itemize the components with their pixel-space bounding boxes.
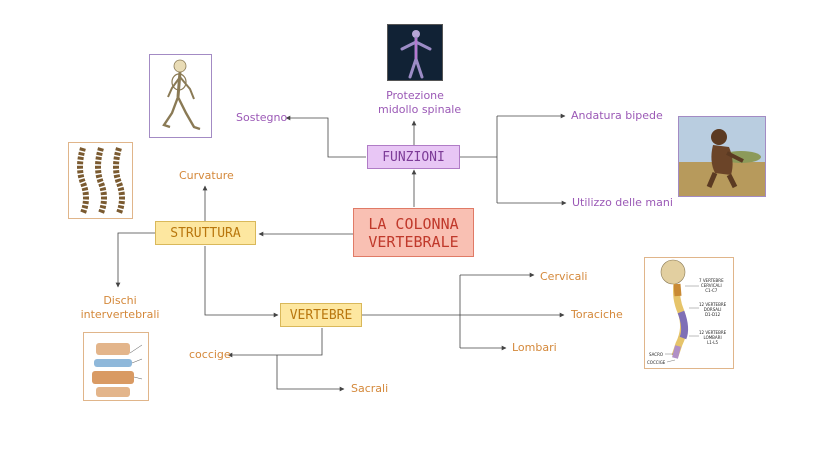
- dischi-line2: intervertebrali: [80, 308, 160, 321]
- early-human-icon: [679, 117, 765, 196]
- protezione-line2: midollo spinale: [378, 103, 462, 116]
- spine-chart-icon: [660, 259, 699, 363]
- connector-vertebre-down: [277, 328, 323, 356]
- struttura-node: STRUTTURA: [155, 221, 256, 245]
- disc-icon: [92, 343, 143, 397]
- lumbar-line2: LOMBARI: [703, 335, 722, 340]
- dischi-label: Dischi intervertebrali: [76, 294, 164, 322]
- utilizzo-label: Utilizzo delle mani: [572, 196, 673, 209]
- spine-chart-image: 7 VERTEBRE CERVICALI C1-C7 12 VERTEBRE D…: [644, 257, 734, 369]
- curvature-label: Curvature: [179, 169, 234, 182]
- connector-struttura-vertebre: [204, 246, 279, 318]
- skeleton-walking-image: [149, 54, 212, 138]
- vertebre-label: VERTEBRE: [289, 307, 353, 323]
- sostegno-label: Sostegno: [236, 111, 288, 124]
- lumbar-line1: 12 VERTEBRE: [699, 330, 727, 335]
- dischi-line1: Dischi: [103, 294, 137, 307]
- spine-curvature-image: [68, 142, 133, 219]
- dorsal-line2: DORSALI: [703, 307, 722, 312]
- vertebre-node: VERTEBRE: [280, 303, 362, 327]
- central-title-line2: VERTEBRALE: [368, 232, 459, 251]
- spine-chart-dorsal: 12 VERTEBRE DORSALI D1-D12: [699, 302, 726, 317]
- lumbar-line3: L1-L5: [707, 340, 719, 345]
- cervicali-label: Cervicali: [540, 270, 588, 283]
- dorsal-line3: D1-D12: [704, 312, 721, 317]
- human-figure-icon: [388, 25, 442, 80]
- cervical-line2: CERVICALI: [700, 283, 722, 288]
- skeleton-icon: [162, 59, 201, 131]
- coccige-label: coccige: [189, 348, 231, 361]
- protezione-label: Protezione midollo spinale: [378, 89, 462, 117]
- funzioni-node: FUNZIONI: [367, 145, 460, 169]
- spine-icon: [77, 147, 125, 215]
- lombari-label: Lombari: [512, 341, 557, 354]
- connector-sacrali: [276, 355, 345, 392]
- spine-chart-coccige: COCCIGE: [647, 360, 666, 365]
- intervertebral-disc-image: [83, 332, 149, 401]
- central-node: LA COLONNA VERTEBRALE: [353, 208, 474, 257]
- funzioni-label: FUNZIONI: [382, 149, 445, 165]
- toraciche-label: Toraciche: [571, 308, 623, 321]
- nervous-system-image: [387, 24, 443, 81]
- connector-funzioni-sostegno: [285, 115, 366, 158]
- struttura-label: STRUTTURA: [170, 225, 241, 241]
- dorsal-line1: 12 VERTEBRE: [699, 302, 727, 307]
- andatura-label: Andatura bipede: [571, 109, 663, 122]
- sacrali-label: Sacrali: [351, 382, 389, 395]
- central-title-line1: LA COLONNA: [368, 214, 459, 233]
- cervical-line3: C1-C7: [705, 288, 718, 293]
- spine-chart-sacro: SACRO: [649, 352, 663, 357]
- cervical-line1: 7 VERTEBRE: [699, 278, 724, 283]
- connector-struttura-dischi: [115, 232, 155, 288]
- spine-chart-lumbar: 12 VERTEBRE LOMBARI L1-L5: [699, 330, 726, 345]
- protezione-line1: Protezione: [386, 89, 444, 102]
- spine-chart-cervical: 7 VERTEBRE CERVICALI C1-C7: [699, 278, 724, 293]
- early-human-image: [678, 116, 766, 197]
